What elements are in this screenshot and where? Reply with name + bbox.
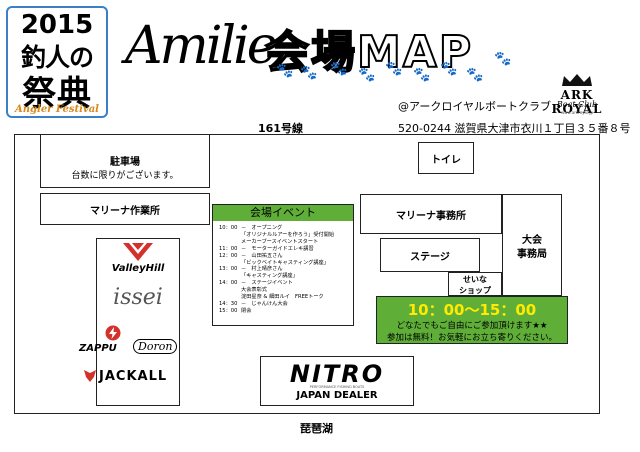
venue-map bbox=[14, 134, 600, 414]
jackall-logo: JACKALL bbox=[99, 369, 168, 384]
event-item: 14：00－ ステージイベント bbox=[219, 280, 293, 287]
festival-year: 2015 bbox=[20, 10, 94, 40]
festival-logo: 2015 釣人の 祭典 Angler Festival bbox=[6, 6, 108, 118]
paw-print-icon: 🐾 bbox=[385, 61, 403, 77]
event-item: 「キャスティング講座」 bbox=[241, 273, 298, 280]
paw-print-icon: 🐾 bbox=[300, 65, 318, 81]
paw-print-icon: 🐾 bbox=[276, 63, 294, 79]
issei-logo: issei bbox=[113, 285, 163, 310]
event-schedule: 会場イベント 10：00－ オープニング 「オリジナルルアーを作ろう」受付開始 … bbox=[212, 204, 354, 326]
event-item: 10：00－ オープニング bbox=[219, 225, 283, 231]
jackall-mark-icon bbox=[84, 370, 96, 382]
doron-logo: Doron bbox=[133, 339, 178, 354]
tournament-office: 大会 事務局 bbox=[502, 194, 562, 296]
event-item: 「ビックベイトキャスティング講座」 bbox=[241, 259, 329, 266]
parking-title: 駐車場 bbox=[110, 157, 140, 168]
nitro-dealer-label: JAPAN DEALER bbox=[296, 390, 378, 401]
toilet: トイレ bbox=[418, 142, 474, 174]
event-list: 10：00－ オープニング 「オリジナルルアーを作ろう」受付開始 メーカーブース… bbox=[219, 225, 351, 315]
hours-note-1: どなたでもご自由にご参加頂けます★★ bbox=[396, 321, 548, 331]
nitro-dealer: NITRO PERFORMANCE FISHING BOATS JAPAN DE… bbox=[260, 356, 414, 406]
paw-print-icon: 🐾 bbox=[413, 67, 431, 83]
paw-print-icon: 🐾 bbox=[330, 61, 348, 77]
shop-line2: ショップ bbox=[459, 286, 491, 295]
seina-shop: せいな ショップ bbox=[448, 272, 502, 296]
event-schedule-title: 会場イベント bbox=[213, 205, 353, 221]
parking-note: 台数に限りがございます。 bbox=[71, 171, 179, 181]
venue-address: 520-0244 滋賀県大津市衣川１丁目３５番８号 bbox=[398, 122, 631, 135]
event-item: 淀田星奈 & 細田ルイ FREEトーク bbox=[241, 294, 324, 301]
zappu-bolt-icon bbox=[105, 325, 121, 341]
paw-print-icon: 🐾 bbox=[466, 67, 484, 83]
event-item: 14：30－ じゃんけん大会 bbox=[219, 300, 288, 307]
zappu-logo: ZAPPU bbox=[79, 343, 117, 354]
shop-line1: せいな bbox=[463, 275, 487, 284]
event-item: 大会表彰式 bbox=[241, 287, 267, 294]
event-item: 12：00－ 山田祐五さん bbox=[219, 252, 283, 259]
festival-english-name: Angler Festival bbox=[15, 104, 99, 115]
parking-area: 駐車場 台数に限りがございます。 bbox=[40, 134, 210, 188]
hours-time: 10：00～15：00 bbox=[407, 301, 537, 319]
tournament-office-line1: 大会 bbox=[522, 235, 542, 246]
lake-label: 琵琶湖 bbox=[300, 422, 333, 435]
venue-name: @アークロイヤルボートクラブ bbox=[398, 100, 552, 113]
ark-royal-name: ARK ROYAL bbox=[551, 88, 603, 116]
tournament-office-line2: 事務局 bbox=[517, 249, 547, 260]
ark-royal-url: www.arkroyal.jp bbox=[561, 110, 593, 115]
marina-office: マリーナ事務所 bbox=[360, 194, 502, 234]
crown-icon bbox=[562, 74, 592, 86]
route-label: 161号線 bbox=[258, 122, 303, 135]
nitro-tagline: PERFORMANCE FISHING BOATS bbox=[309, 385, 365, 389]
paw-print-icon: 🐾 bbox=[358, 67, 376, 83]
marina-workshop: マリーナ作業所 bbox=[40, 193, 210, 225]
event-item: メーカーブースイベントスタート bbox=[241, 238, 319, 245]
event-item: 13：00－ 村上晴彦さん bbox=[219, 266, 283, 273]
hours-banner: 10：00～15：00 どなたでもご自由にご参加頂けます★★ 参加は無料！お気軽… bbox=[376, 296, 568, 344]
valleyhill-mark-icon bbox=[123, 243, 153, 261]
sponsor-logos: ValleyHill issei ZAPPU Doron JACKALL bbox=[79, 238, 180, 406]
stage: ステージ bbox=[380, 238, 480, 272]
hours-note-2: 参加は無料！お気軽にお立ち寄りください。 bbox=[386, 333, 557, 343]
festival-name-line1: 釣人の bbox=[20, 43, 94, 72]
ark-royal-logo: ARK ROYAL Boat Club www.arkroyal.jp bbox=[534, 72, 620, 116]
festival-name-line2: 祭典 bbox=[22, 74, 92, 114]
amilie-logo: Amilie bbox=[125, 16, 278, 76]
event-item: 11：00－ モーターガイドエレキ講習 bbox=[219, 245, 314, 252]
valleyhill-logo: ValleyHill bbox=[111, 263, 165, 274]
event-item: 「オリジナルルアーを作ろう」受付開始 bbox=[241, 231, 335, 238]
page-title: 会場MAP bbox=[264, 26, 474, 79]
nitro-logo: NITRO bbox=[289, 360, 385, 388]
paw-print-icon: 🐾 bbox=[440, 61, 458, 77]
paw-print-icon: 🐾 bbox=[494, 51, 512, 67]
ark-royal-subtitle: Boat Club bbox=[556, 100, 598, 109]
